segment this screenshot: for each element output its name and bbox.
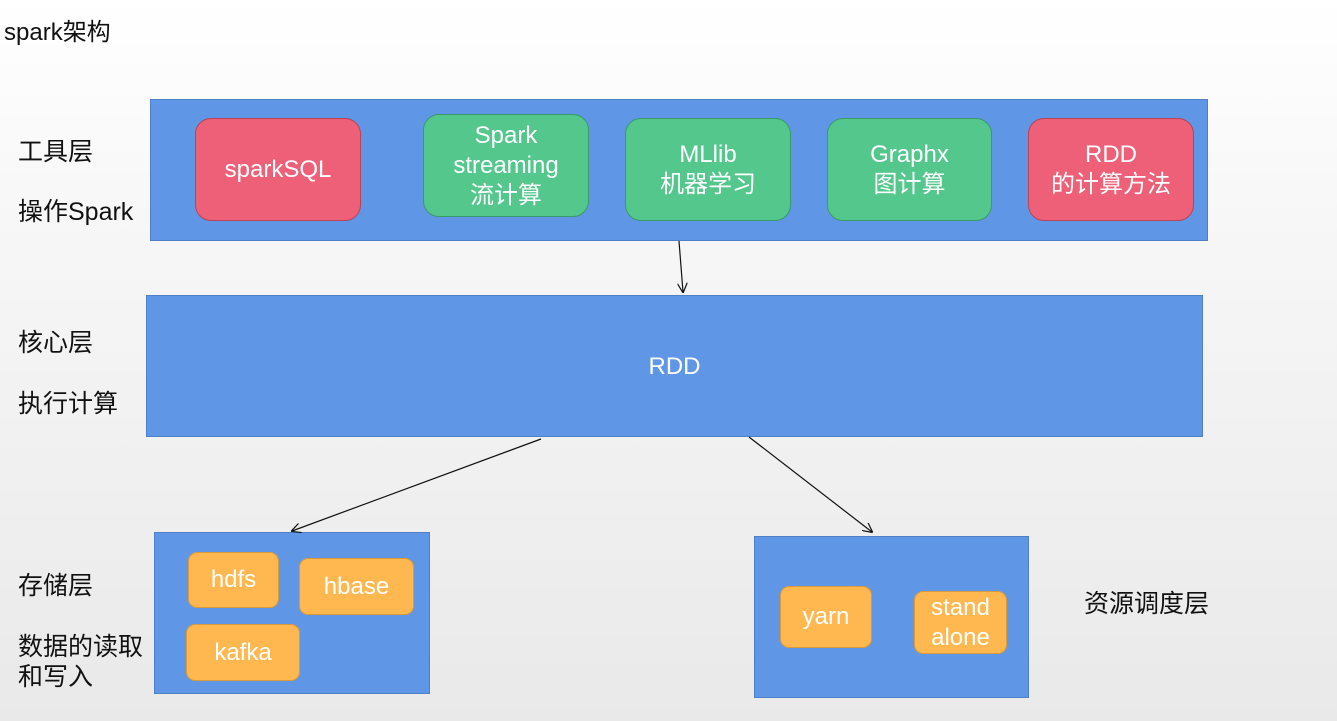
scheduler-standalone: stand alone bbox=[914, 591, 1007, 654]
arrow-core-to-storage bbox=[292, 438, 542, 531]
storage-kafka: kafka bbox=[186, 624, 300, 681]
scheduler-layer-name: 资源调度层 bbox=[1084, 590, 1210, 618]
core-layer-panel: RDD bbox=[146, 295, 1203, 437]
core-layer-desc: 执行计算 bbox=[18, 390, 119, 418]
storage-layer-desc: 数据的读取 和写入 bbox=[18, 633, 144, 691]
tool-layer-desc: 操作Spark bbox=[18, 198, 134, 226]
core-layer-name: 核心层 bbox=[18, 329, 94, 357]
page-title: spark架构 bbox=[4, 19, 111, 46]
storage-hbase: hbase bbox=[299, 558, 414, 615]
core-rdd-label: RDD bbox=[648, 353, 701, 380]
arrow-tool-to-core bbox=[679, 240, 683, 292]
tool-graphx: Graphx 图计算 bbox=[827, 118, 992, 221]
tool-layer-name: 工具层 bbox=[18, 138, 94, 166]
storage-hdfs: hdfs bbox=[188, 552, 279, 608]
storage-layer-name: 存储层 bbox=[18, 572, 94, 600]
tool-sparksql: sparkSQL bbox=[195, 118, 361, 221]
tool-rdd-methods: RDD 的计算方法 bbox=[1028, 118, 1194, 221]
arrow-core-to-scheduler bbox=[748, 436, 872, 532]
scheduler-yarn: yarn bbox=[780, 586, 872, 648]
tool-spark-streaming: Spark streaming 流计算 bbox=[423, 114, 589, 217]
tool-mllib: MLlib 机器学习 bbox=[625, 118, 791, 221]
